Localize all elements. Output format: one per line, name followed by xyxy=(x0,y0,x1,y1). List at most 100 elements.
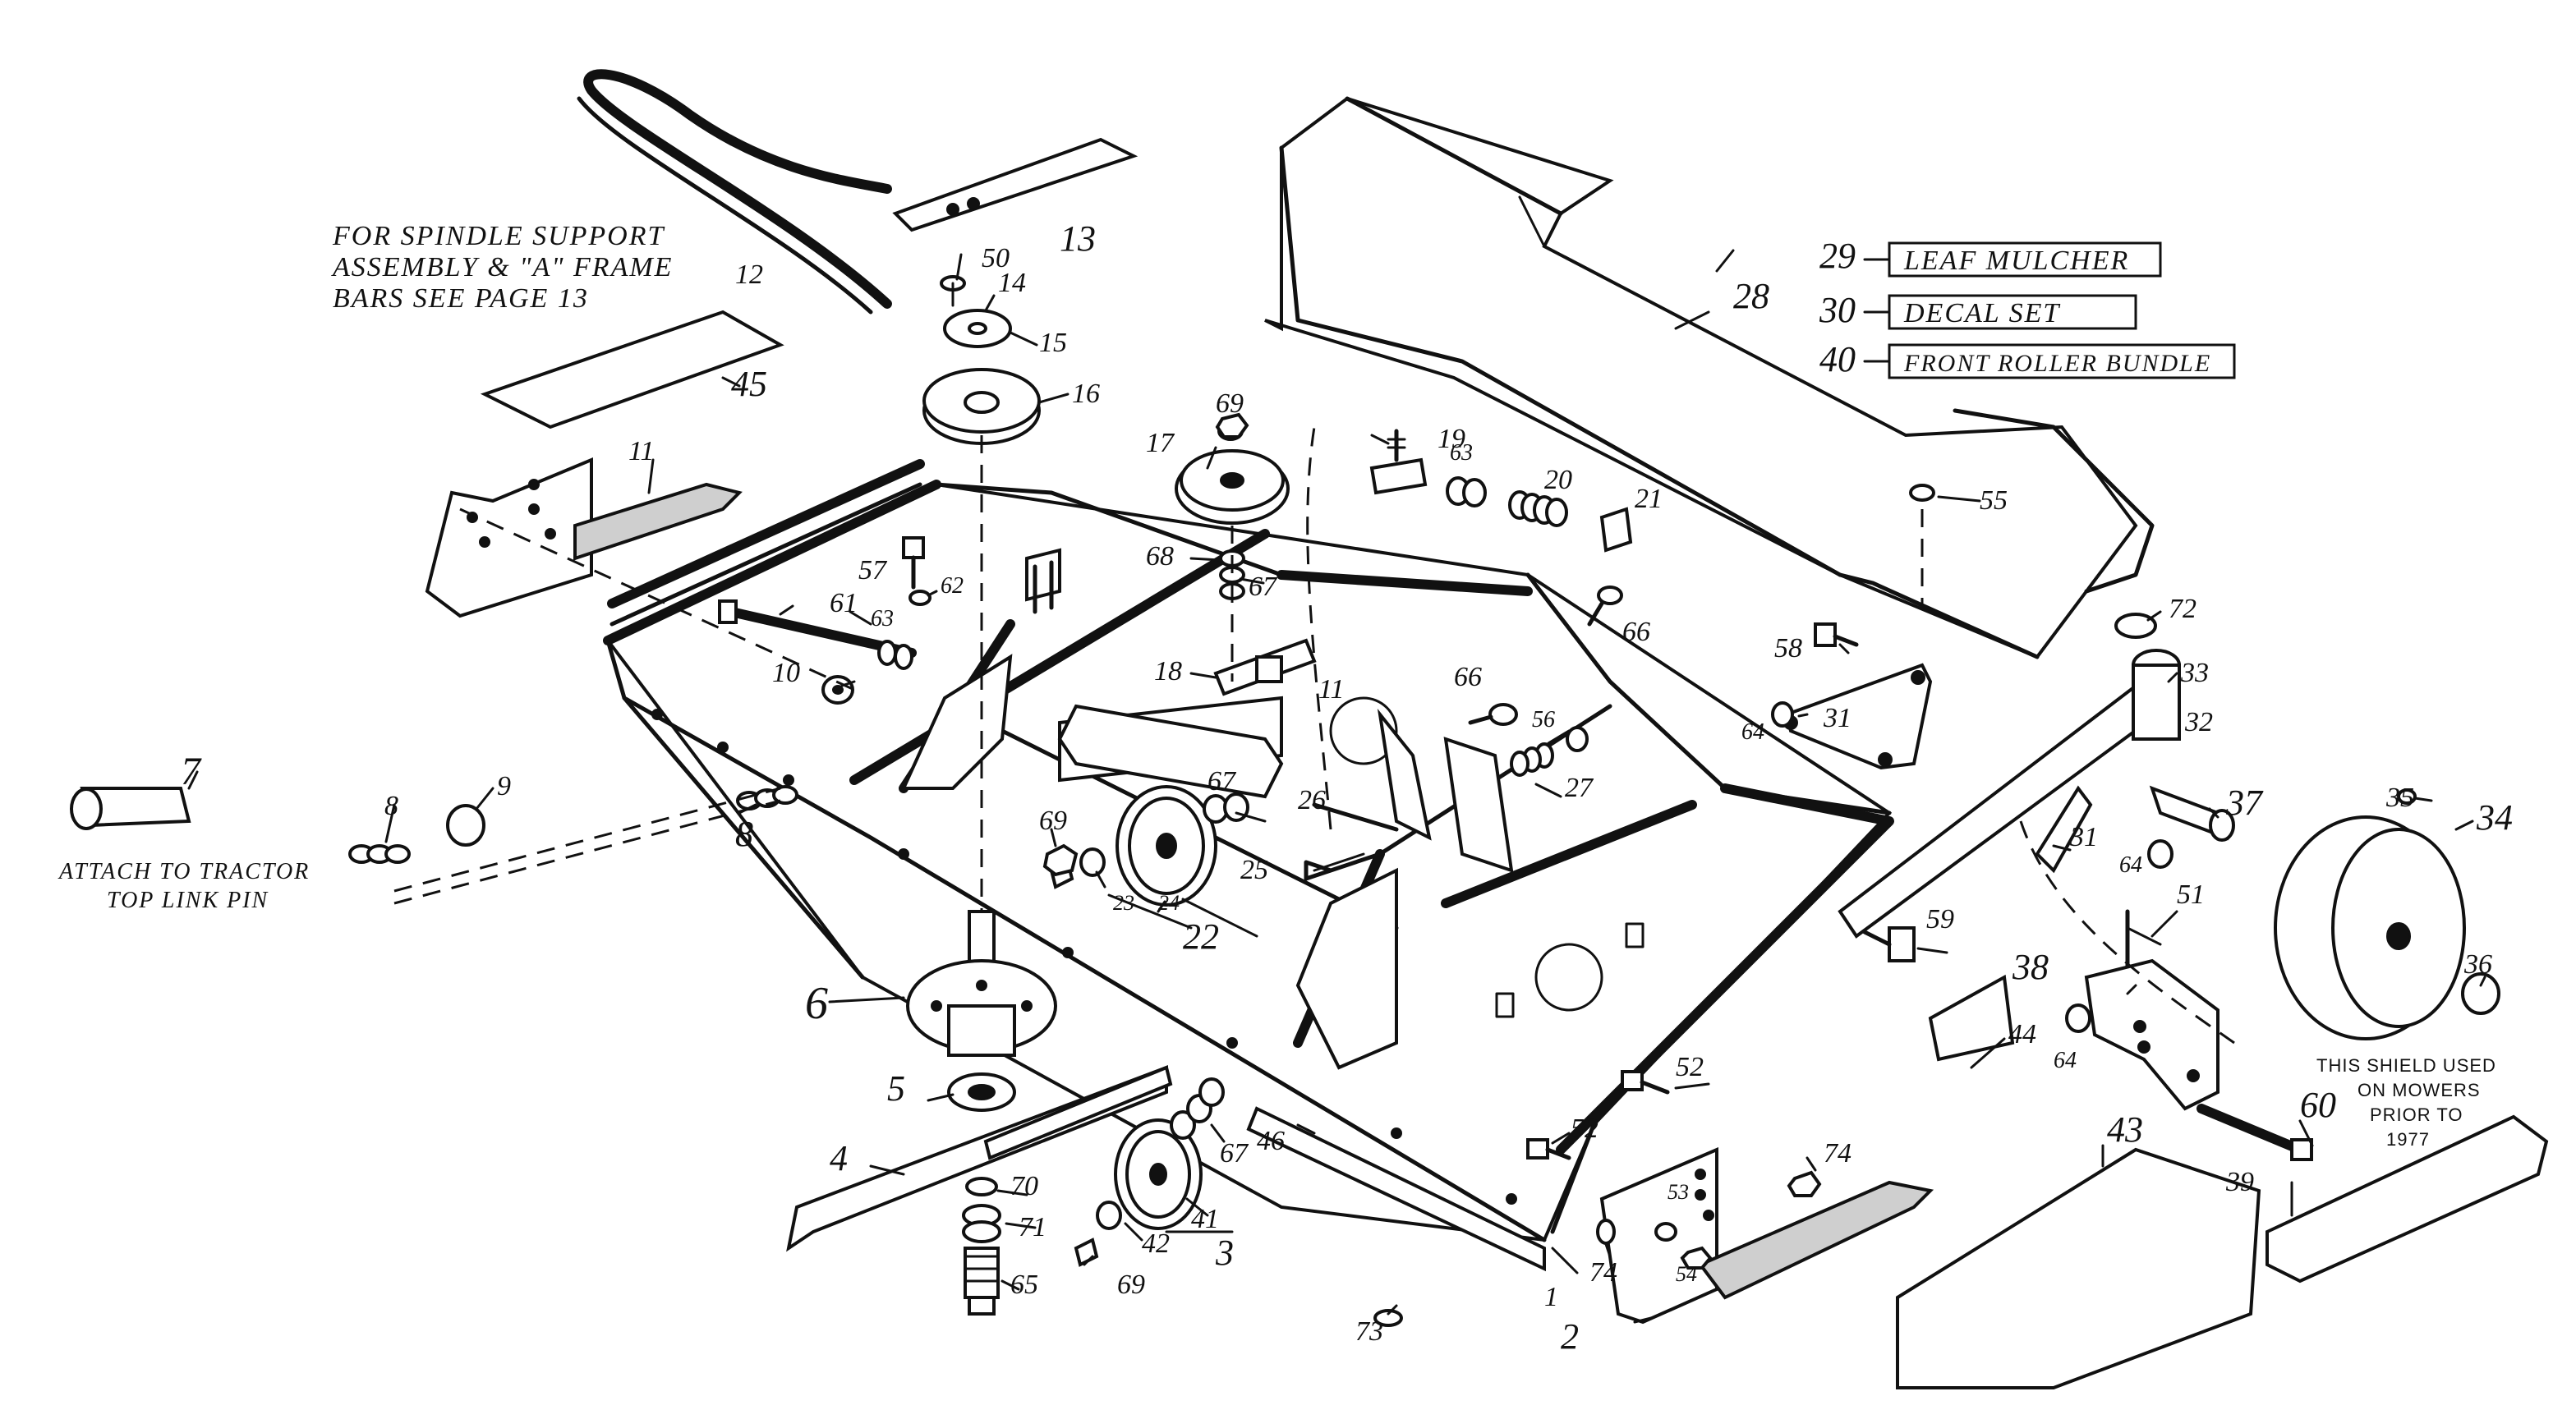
shield-43 xyxy=(1896,1147,2261,1389)
callout-34: 34 xyxy=(2476,797,2513,838)
callout-55: 55 xyxy=(1980,485,2008,516)
callout-19: 19 xyxy=(1438,424,1465,454)
bolt-58 xyxy=(1814,622,1859,647)
callout-32: 32 xyxy=(2184,707,2213,737)
legend-num-29: 29 xyxy=(1819,236,1856,276)
callout-60: 60 xyxy=(2300,1085,2336,1125)
callout-67-top: 67 xyxy=(1249,572,1278,602)
callout-26: 26 xyxy=(1298,785,1326,815)
washer-64-bracket xyxy=(2065,1003,2091,1033)
attach-note-line2: TOP LINK PIN xyxy=(107,888,269,913)
legend-text-leaf-mulcher: LEAF MULCHER xyxy=(1903,246,2129,276)
callout-46: 46 xyxy=(1257,1126,1285,1156)
nut-74-left xyxy=(1596,1219,1616,1245)
pin-51 xyxy=(2126,926,2162,946)
spindle-note-line2: ASSEMBLY & "A" FRAME xyxy=(331,252,673,282)
bracket-68 xyxy=(1025,548,1061,614)
washers-63-right xyxy=(1446,476,1487,507)
rear-shield-28 xyxy=(1264,96,2155,659)
grommet-10 xyxy=(821,675,854,705)
washer-15 xyxy=(943,309,1012,348)
callout-51: 51 xyxy=(2177,879,2205,910)
belt-guide-13 xyxy=(892,137,1138,232)
callout-17: 17 xyxy=(1146,428,1175,458)
callout-23: 23 xyxy=(1113,891,1134,915)
callout-25: 25 xyxy=(1240,855,1268,885)
nut-69-top xyxy=(1215,412,1249,439)
callout-43: 43 xyxy=(2107,1109,2143,1150)
callout-5: 5 xyxy=(887,1068,905,1109)
callout-61: 61 xyxy=(830,588,858,618)
callout-59: 59 xyxy=(1926,904,1954,935)
callout-72: 72 xyxy=(2169,594,2196,624)
callout-11-left: 11 xyxy=(628,436,654,466)
callout-3: 3 xyxy=(1215,1233,1234,1273)
callout-33: 33 xyxy=(2180,658,2209,688)
v-belt-12 xyxy=(577,69,892,315)
washer-64-lower xyxy=(2147,839,2174,869)
callout-54: 54 xyxy=(1676,1262,1697,1286)
nut-55 xyxy=(1909,484,1935,502)
spindle-note-line1: FOR SPINDLE SUPPORT xyxy=(332,221,665,251)
callout-67-mid: 67 xyxy=(1208,766,1237,797)
axle-37 xyxy=(2149,785,2235,842)
assembly-center-lines xyxy=(393,426,2235,1045)
bracket-38 xyxy=(2084,909,2220,1111)
rod-26-25 xyxy=(1304,802,1399,881)
bracket-19 xyxy=(1369,429,1428,495)
callout-57: 57 xyxy=(858,555,888,586)
callout-68: 68 xyxy=(1146,541,1174,572)
blade-4 xyxy=(786,1065,1173,1252)
callout-31-upper: 31 xyxy=(1823,703,1852,733)
callout-63-right: 63 xyxy=(1450,440,1473,466)
callout-62: 62 xyxy=(941,573,964,599)
clip-21 xyxy=(1599,507,1633,553)
callout-12: 12 xyxy=(735,259,763,290)
callout-24: 24 xyxy=(1158,891,1180,915)
top-link-7 xyxy=(70,787,191,830)
callout-9: 9 xyxy=(497,771,511,801)
washer-72 xyxy=(2114,613,2157,639)
attach-note: ATTACH TO TRACTOR TOP LINK PIN xyxy=(58,859,310,913)
callout-42: 42 xyxy=(1142,1228,1170,1259)
callout-45: 45 xyxy=(731,364,767,404)
blade-hardware-70-71-65 xyxy=(962,1177,1001,1316)
callout-41: 41 xyxy=(1191,1204,1219,1234)
bolt-59 xyxy=(1862,926,1916,962)
callout-1: 1 xyxy=(1544,1282,1558,1312)
pulley-41 xyxy=(1074,1077,1225,1267)
legend-text: 29 LEAF MULCHER 30 DECAL SET 40 FRONT RO… xyxy=(1819,236,2210,379)
callout-35: 35 xyxy=(2385,783,2414,813)
bolt-57 xyxy=(902,536,925,590)
callout-58: 58 xyxy=(1774,633,1802,664)
bracket-18 xyxy=(1213,638,1317,696)
legend-num-30: 30 xyxy=(1819,290,1856,330)
callout-13: 13 xyxy=(1060,218,1096,259)
callout-38: 38 xyxy=(2012,947,2049,987)
callout-63-left: 63 xyxy=(871,606,894,631)
legend-boxes xyxy=(1863,241,2236,379)
bolt-73 xyxy=(1373,1309,1403,1327)
mower-deck-frame xyxy=(603,459,1894,1242)
pulley-16 xyxy=(922,368,1041,445)
callout-27: 27 xyxy=(1565,773,1594,803)
legend-text-decal-set: DECAL SET xyxy=(1903,298,2060,328)
nut-74-right xyxy=(1787,1170,1822,1197)
bolt-52-side xyxy=(1621,1070,1670,1095)
callout-21: 21 xyxy=(1635,484,1663,514)
washers-63-left xyxy=(877,640,913,670)
attach-note-line1: ATTACH TO TRACTOR xyxy=(58,859,310,884)
callout-70: 70 xyxy=(1010,1171,1038,1201)
callout-8-upper: 8 xyxy=(384,791,398,821)
callout-18: 18 xyxy=(1154,656,1182,687)
bolt-66-mid xyxy=(1468,703,1518,726)
idler-pulley-17 xyxy=(1175,421,1290,525)
shield-39 xyxy=(2266,1114,2549,1284)
callout-65: 65 xyxy=(1010,1270,1038,1300)
callout-37: 37 xyxy=(2225,783,2264,823)
front-skid-2 xyxy=(1599,1146,1934,1325)
bolt-60 xyxy=(2196,1104,2313,1161)
callout-74-left: 74 xyxy=(1589,1257,1617,1288)
callout-10: 10 xyxy=(772,658,800,688)
